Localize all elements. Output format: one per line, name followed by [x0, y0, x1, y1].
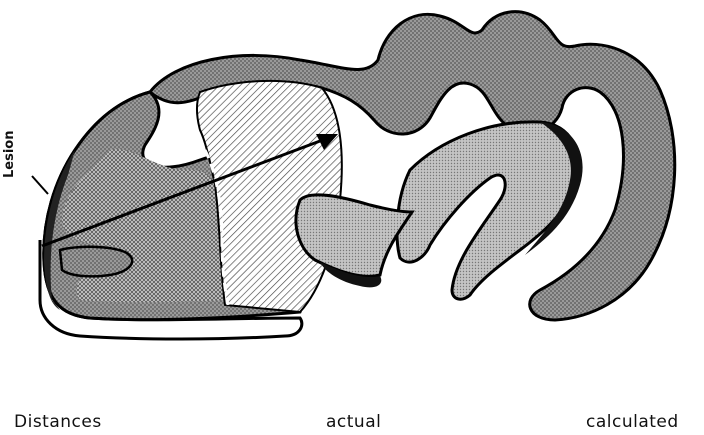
lesion-pointer-line	[32, 176, 48, 194]
right-lobe	[397, 122, 578, 299]
lower-lobe	[60, 247, 132, 277]
caption-distances: Distances	[14, 412, 102, 432]
lesion-label: Lesion	[2, 131, 17, 178]
caption-calculated: calculated	[586, 412, 679, 432]
caption-actual: actual	[326, 412, 381, 432]
brain-section-diagram	[0, 0, 704, 360]
